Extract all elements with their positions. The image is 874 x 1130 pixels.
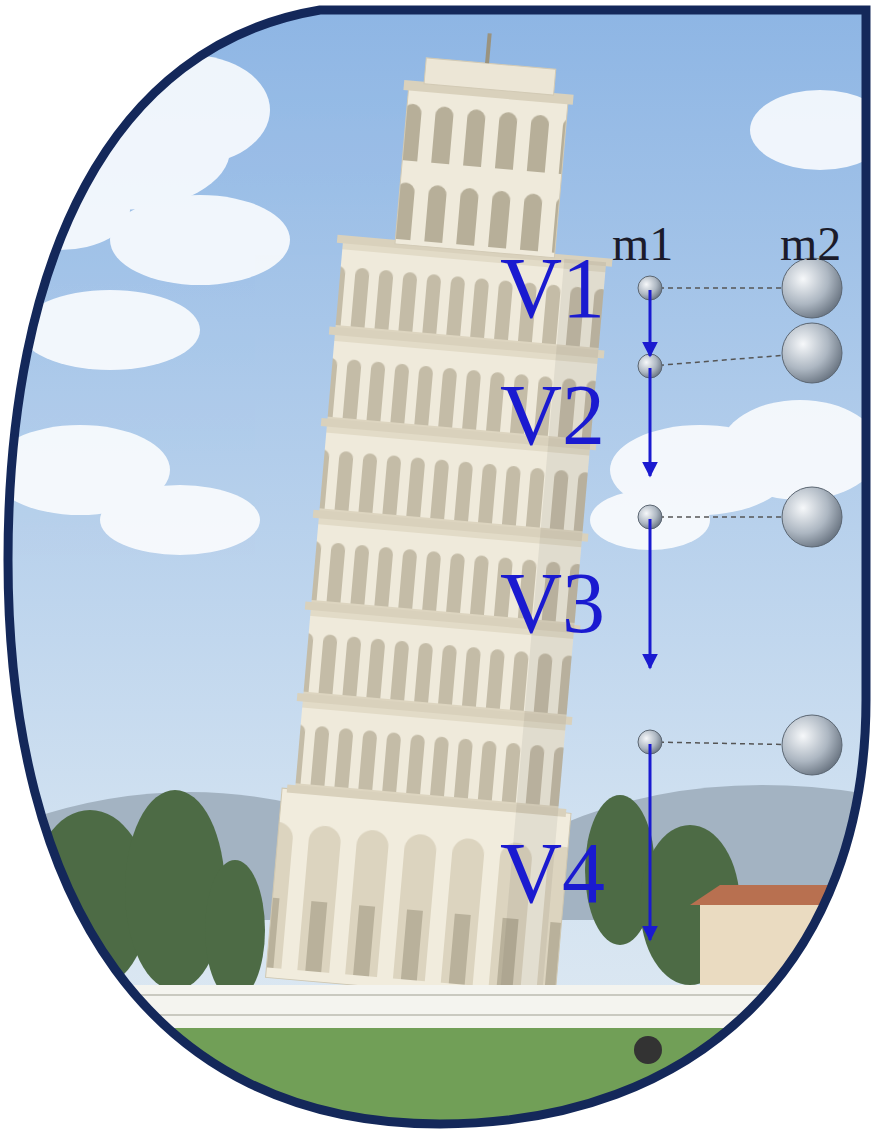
- velocity-label: V1: [500, 245, 605, 331]
- heavy-ball: [782, 258, 842, 775]
- velocity-label: V3: [500, 560, 605, 646]
- heavy-ball-part: [782, 487, 842, 547]
- landed-ball: [634, 1036, 662, 1064]
- leaning-tower-part: [500, 259, 607, 1002]
- leaning-tower-part: [485, 33, 492, 63]
- velocity-arrow-part: [649, 368, 652, 476]
- velocity-arrow-part: [649, 519, 652, 668]
- mass-label: m1: [612, 220, 673, 268]
- heavy-ball-part: [782, 323, 842, 383]
- oval-frame: [8, 10, 866, 1124]
- velocity-arrow-part: [649, 744, 652, 940]
- clouds-part: [20, 290, 200, 370]
- clouds-part: [110, 195, 290, 285]
- trees-part: [205, 860, 265, 1000]
- velocity-arrow: [649, 290, 652, 940]
- building-part: [690, 885, 874, 905]
- leaning-tower-part: [395, 86, 568, 257]
- heavy-ball-part: [782, 715, 842, 775]
- leaning-tower-part: [424, 58, 556, 95]
- velocity-label: V2: [500, 372, 605, 458]
- clouds-part: [720, 400, 874, 500]
- clouds-part: [100, 485, 260, 555]
- building-part: [700, 905, 874, 990]
- grass: [0, 1028, 874, 1130]
- velocity-label: V4: [500, 830, 605, 916]
- mass-label: m2: [780, 220, 841, 268]
- clouds-part: [750, 90, 874, 170]
- light-ball: [638, 276, 662, 754]
- leaning-tower: [266, 21, 639, 1003]
- velocity-arrow-part: [649, 290, 652, 356]
